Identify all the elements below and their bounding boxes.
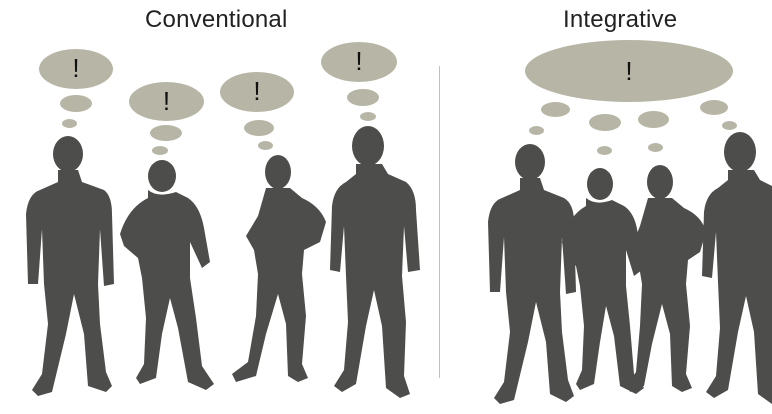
exclamation-mark: ! — [355, 46, 363, 76]
thought-dot — [589, 114, 621, 131]
person-silhouette-woman — [626, 164, 712, 398]
panel-title-integrative: Integrative — [563, 6, 678, 33]
person-silhouette-woman — [226, 154, 334, 390]
thought-dot — [60, 95, 92, 112]
thought-dot — [244, 120, 274, 136]
thought-bubble: ! — [321, 42, 397, 82]
shared-thought-bubble: ! — [525, 40, 733, 102]
person-silhouette-man — [478, 142, 582, 412]
person-silhouette-woman — [118, 158, 226, 394]
thought-dot — [541, 102, 570, 117]
person-silhouette-man — [326, 126, 424, 410]
thought-dot — [62, 119, 77, 128]
thought-dot — [722, 121, 737, 130]
thought-dot — [597, 146, 612, 155]
person-silhouette-woman — [560, 166, 648, 398]
thought-dot — [648, 143, 663, 152]
exclamation-mark: ! — [625, 56, 633, 86]
thought-dot — [258, 141, 273, 150]
thought-bubble: ! — [39, 49, 113, 89]
panel-title-conventional: Conventional — [145, 6, 288, 33]
thought-dot — [638, 111, 669, 128]
exclamation-mark: ! — [253, 76, 261, 106]
thought-dot — [529, 126, 544, 135]
person-silhouette-man — [8, 134, 120, 408]
person-silhouette-man — [696, 132, 772, 414]
thought-dot — [152, 146, 168, 155]
panel-divider — [439, 66, 440, 378]
thought-dot — [360, 112, 376, 121]
thought-dot — [150, 125, 182, 141]
exclamation-mark: ! — [72, 53, 80, 83]
thought-dot — [700, 100, 728, 115]
thought-bubble: ! — [220, 72, 294, 112]
exclamation-mark: ! — [162, 86, 171, 116]
thought-bubble: ! — [129, 82, 204, 121]
thought-dot — [347, 89, 379, 106]
